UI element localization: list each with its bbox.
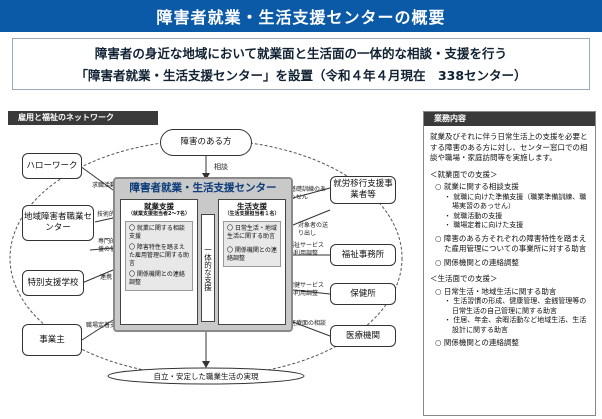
employment-panel: 就業支援 （就業支援担当者2～7名） 〇 就業に関する相談支援 〇 障害特性を踏…: [120, 199, 198, 325]
life-panel-head: 生活支援: [237, 202, 267, 211]
employment-item: 〇 関係機関との連絡調整: [129, 271, 185, 286]
business-life-item: ○ 関係機関との連絡調整: [435, 338, 519, 347]
business-panel: 業務内容 就業及びそれに伴う日常生活上の支援を必要とする障害のある方に対し、セン…: [423, 111, 596, 416]
health-center-node: 保健所: [330, 283, 396, 305]
edge-retention: 職場定着支援: [86, 322, 123, 329]
transition-node: 就労移行支援事業者等: [330, 176, 396, 204]
edge-professional: 専門的支援の依頼: [98, 238, 123, 253]
employment-panel-head: 就業支援: [144, 202, 174, 211]
outcome-shape: [107, 367, 305, 385]
employment-item: 〇 障害特性を踏まえた雇用管理に関する助言: [129, 244, 190, 267]
business-employment-item: ○ 就業に関する相談支援: [435, 182, 519, 191]
edge-medical-consult: 医療面の相談: [290, 320, 327, 327]
edge-training: 基礎訓練のあっせん: [290, 186, 327, 201]
employment-panel-sub: （就業支援担当者2～7名）: [128, 211, 190, 217]
business-life-head: ＜生活面での支援＞: [430, 274, 498, 283]
business-life-item: ○ 日常生活・地域生活に関する助言: [435, 286, 557, 296]
business-employment-head: ＜就業面での支援＞: [430, 169, 498, 179]
business-employment-item: ○ 関係機関との連絡調整: [435, 257, 519, 267]
business-employment-item: ○ 障害のある方それぞれの障害特性を踏まえた雇用管理についての事業所に対する助言: [435, 233, 587, 254]
center-title: 障害者就業・生活支援センター: [129, 182, 277, 194]
business-life-subitem: ・ 生活習慣の形成、健康管理、金銭管理等の日常生活の自己管理に関する助言: [444, 297, 587, 315]
consult-label: 相談: [214, 163, 228, 171]
page-title: 障害者就業・生活支援センターの概要: [0, 0, 602, 32]
intro-box: 障害者の身近な地域において就業面と生活面の一体的な相談・支援を行う 「障害者就業…: [12, 38, 590, 90]
business-intro: 就業及びそれに伴う日常生活上の支援を必要とする障害のある方に対し、センター窓口で…: [430, 132, 588, 162]
outcome-banner: 自立・安定した職業生活の実現: [106, 367, 306, 385]
intro-line-2: 「障害者就業・生活支援センター」を設置（令和４年４月現在 338センター）: [75, 68, 527, 83]
business-life-subitem: ・ 住居、年金、余暇活動など地域生活、生活設計に関する助言: [444, 316, 587, 334]
edge-referral: 対象者の送り出し: [298, 222, 329, 237]
employment-item: 〇 就業に関する相談支援: [129, 225, 185, 240]
special-school-node: 特別支援学校: [22, 270, 84, 296]
intro-line-1: 障害者の身近な地域において就業面と生活面の一体的な相談・支援を行う: [94, 46, 508, 61]
edge-health-use: 保健サービスの利用調整: [288, 282, 325, 297]
welfare-office-node: 福祉事務所: [330, 244, 396, 266]
employer-node: 事業主: [22, 324, 82, 356]
edge-welfare-use: 福祉サービスの利用調整: [288, 242, 325, 257]
life-item: 〇 関係機関との連絡調整: [227, 247, 277, 262]
life-item: 〇 日常生活・地域生活に関する助言: [227, 225, 277, 240]
edge-collaboration: 連携: [100, 274, 113, 281]
medical-node: 医療機関: [330, 325, 396, 347]
outcome-text: 自立・安定した職業生活の実現: [153, 371, 259, 381]
edge-job-request: 求職活動支援: [92, 182, 129, 189]
hellowork-node: ハローワーク: [22, 153, 82, 179]
business-employment-subitem: ・ 就職に向けた準備支援（職業準備訓練、職場実習のあっせん）: [444, 192, 587, 211]
person-node: 障害のある方: [160, 129, 252, 156]
life-panel-sub: （生活支援担当者１名）: [224, 211, 280, 217]
life-panel: 生活支援 （生活支援担当者１名） 〇 日常生活・地域生活に関する助言 〇 関係機…: [218, 199, 286, 325]
business-section-label: 業務内容: [424, 112, 595, 126]
network-section-label: 雇用と福祉のネットワーク: [8, 111, 158, 125]
unified-support-label: 一体的な支援: [201, 214, 215, 322]
edge-tech-support: 技術的支援: [97, 211, 128, 218]
business-employment-subitem: ・ 職場定着に向けた支援: [444, 221, 524, 229]
local-center-node: 地域障害者職業センター: [22, 205, 94, 241]
business-employment-subitem: ・ 就職活動の支援: [444, 211, 503, 220]
